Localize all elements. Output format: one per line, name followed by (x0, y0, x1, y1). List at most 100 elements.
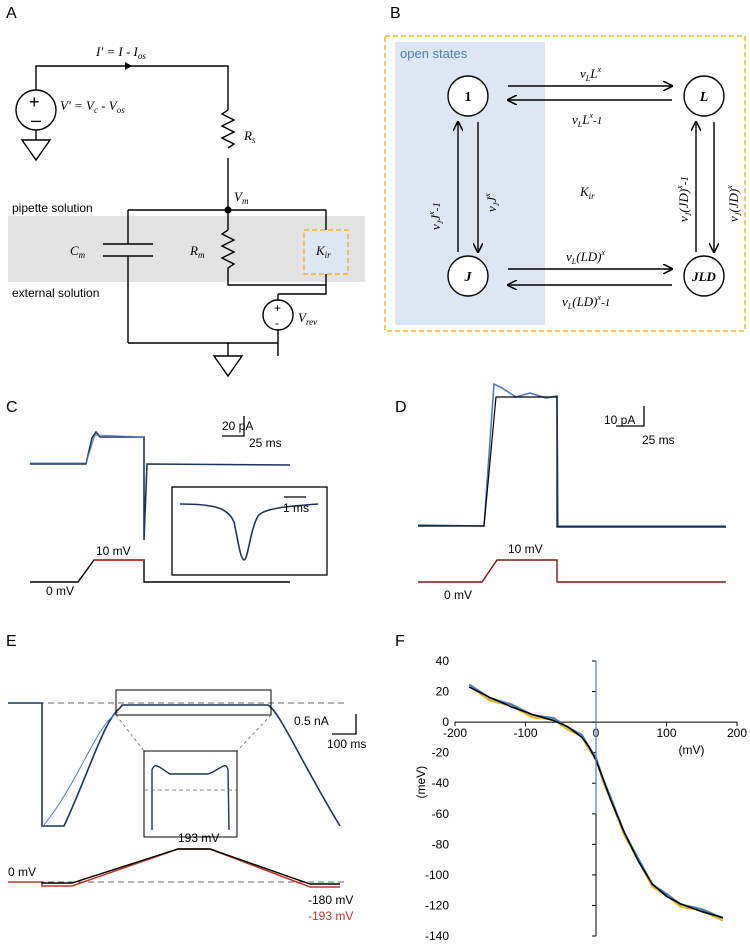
fit-trace-c (30, 434, 145, 464)
panel-label-d: D (395, 399, 407, 416)
fit-trace-d (418, 396, 726, 528)
y-tick-label: 40 (436, 654, 450, 668)
scale-y-d: 10 pA (604, 413, 635, 427)
x-axis-label: (mV) (679, 743, 705, 757)
rate-top-reverse: vLLx-1 (572, 111, 602, 129)
rm-label: Rm (189, 243, 205, 260)
v-zero-e: 0 mV (8, 865, 36, 879)
state-jld (683, 255, 725, 297)
kir-scheme-label: Kir (579, 184, 595, 201)
current-trace-e (8, 702, 341, 827)
panel-c: C 20 pA 25 ms 1 ms 10 mV 0 mV (6, 399, 328, 598)
ground-icon (20, 130, 52, 162)
rs-label: Rs (243, 128, 256, 145)
scale-x-c: 25 ms (249, 436, 282, 450)
scale-x-d: 25 ms (642, 433, 675, 447)
vm-label: Vm (234, 189, 249, 206)
kir-label: Kir (315, 243, 331, 260)
y-tick-label: -40 (432, 776, 450, 790)
inset-trace-e (151, 765, 230, 831)
panel-b: B open states 1 L J JLD vLLx vLLx-1 vL(L… (384, 5, 746, 332)
v-high-c: 10 mV (96, 544, 131, 558)
scale-y-c: 20 pA (222, 419, 253, 433)
rate-right-down: vJ(JD)x (725, 185, 743, 222)
kir-box (303, 229, 349, 275)
voltage-protocol-d (418, 559, 726, 583)
v-m193-e: -193 mV (308, 909, 353, 923)
rate-top-forward: vLLx (580, 65, 601, 83)
y-tick-label: -20 (432, 746, 450, 760)
y-tick-label: -60 (432, 807, 450, 821)
inset-trace-c (179, 503, 319, 561)
current-arrow-icon (125, 62, 132, 70)
open-states-label: open states (400, 46, 468, 61)
panel-label-a: A (6, 5, 17, 22)
rate-right-up: vJ(JD)x-1 (675, 176, 693, 222)
panel-e: E 0.5 nA 100 ms 0 mV 193 mV -180 mV -193… (6, 633, 366, 923)
svg-text:–: – (31, 110, 41, 130)
v-low-c: 0 mV (46, 584, 74, 598)
rate-left-down: vJJx (483, 193, 501, 212)
inset-e (143, 750, 238, 838)
current-label: I' = I - Ios (95, 44, 146, 61)
y-tick-label: -80 (432, 837, 450, 851)
v-low-d: 0 mV (444, 588, 472, 602)
model-fit-line (468, 686, 724, 919)
rm-resistor (220, 229, 326, 286)
panel-label-f: F (395, 633, 405, 650)
v-high-d: 10 mV (508, 542, 543, 556)
svg-text:+: + (29, 92, 40, 112)
state-l (683, 75, 725, 117)
panel-label-c: C (6, 399, 18, 416)
y-tick-label: -120 (425, 898, 449, 912)
vrev-label: Vrev (298, 310, 317, 327)
y-tick-label: 0 (442, 715, 449, 729)
v-peak-e: 193 mV (178, 831, 219, 845)
rate-bottom-forward: vL(LD)x (566, 248, 606, 266)
state-jld-label: JLD (691, 269, 716, 284)
voltage-label: V' = Vc - Vos (60, 98, 125, 115)
voltage-protocol-e (41, 848, 340, 885)
rate-bottom-reverse: vL(LD)x-1 (562, 293, 610, 311)
state-1-label: 1 (465, 90, 472, 105)
state-j (447, 255, 489, 297)
state-j-label: J (464, 270, 473, 285)
y-tick-label: 20 (436, 685, 450, 699)
chart-f: 40 200 -20 -40 -60 -80 -100 -120 -140 -200 -100 0 10… (414, 654, 747, 943)
state-l-label: L (699, 90, 709, 105)
pipette-solution-label: pipette solution (12, 201, 93, 215)
scale-y-e: 0.5 nA (294, 714, 329, 728)
current-trace-d (417, 382, 726, 527)
y-axis-label: (meV) (414, 766, 428, 799)
panel-a: A +- + – I' = I - Ios V' = Vc - Vos Rs V… (6, 5, 365, 378)
y-tick-label: -100 (425, 868, 449, 882)
y-tick-label: -140 (425, 929, 449, 943)
voltage-protocol-e-red (8, 848, 340, 888)
scale-bar-e (332, 714, 357, 735)
x-tick-label: 200 (727, 726, 747, 740)
x-tick-label: -200 (443, 726, 467, 740)
vrev-source (262, 299, 294, 331)
scale-x-e: 100 ms (327, 737, 366, 751)
branch-wires (127, 209, 327, 244)
panel-d: D 10 pA 25 ms 10 mV 0 mV (395, 382, 726, 602)
svg-text:-: - (275, 316, 279, 330)
cm-label: Cm (70, 243, 86, 260)
svg-text:+: + (274, 301, 281, 315)
x-tick-label: 100 (656, 726, 676, 740)
rs-resistor (220, 109, 236, 149)
panel-label-b: B (390, 5, 401, 22)
zoom-box-e (115, 689, 272, 716)
v-m180-e: -180 mV (308, 893, 353, 907)
state-1 (447, 75, 489, 117)
ground-icon (212, 343, 244, 378)
scale-bar-d (616, 406, 645, 427)
inset-scale-c: 1 ms (283, 501, 309, 515)
x-tick-label: -100 (513, 726, 537, 740)
kir-scheme-box (384, 35, 746, 332)
inset-c (171, 486, 328, 576)
external-solution-label: external solution (12, 286, 99, 300)
panel-label-e: E (6, 633, 17, 650)
scale-bar-c (222, 416, 245, 437)
